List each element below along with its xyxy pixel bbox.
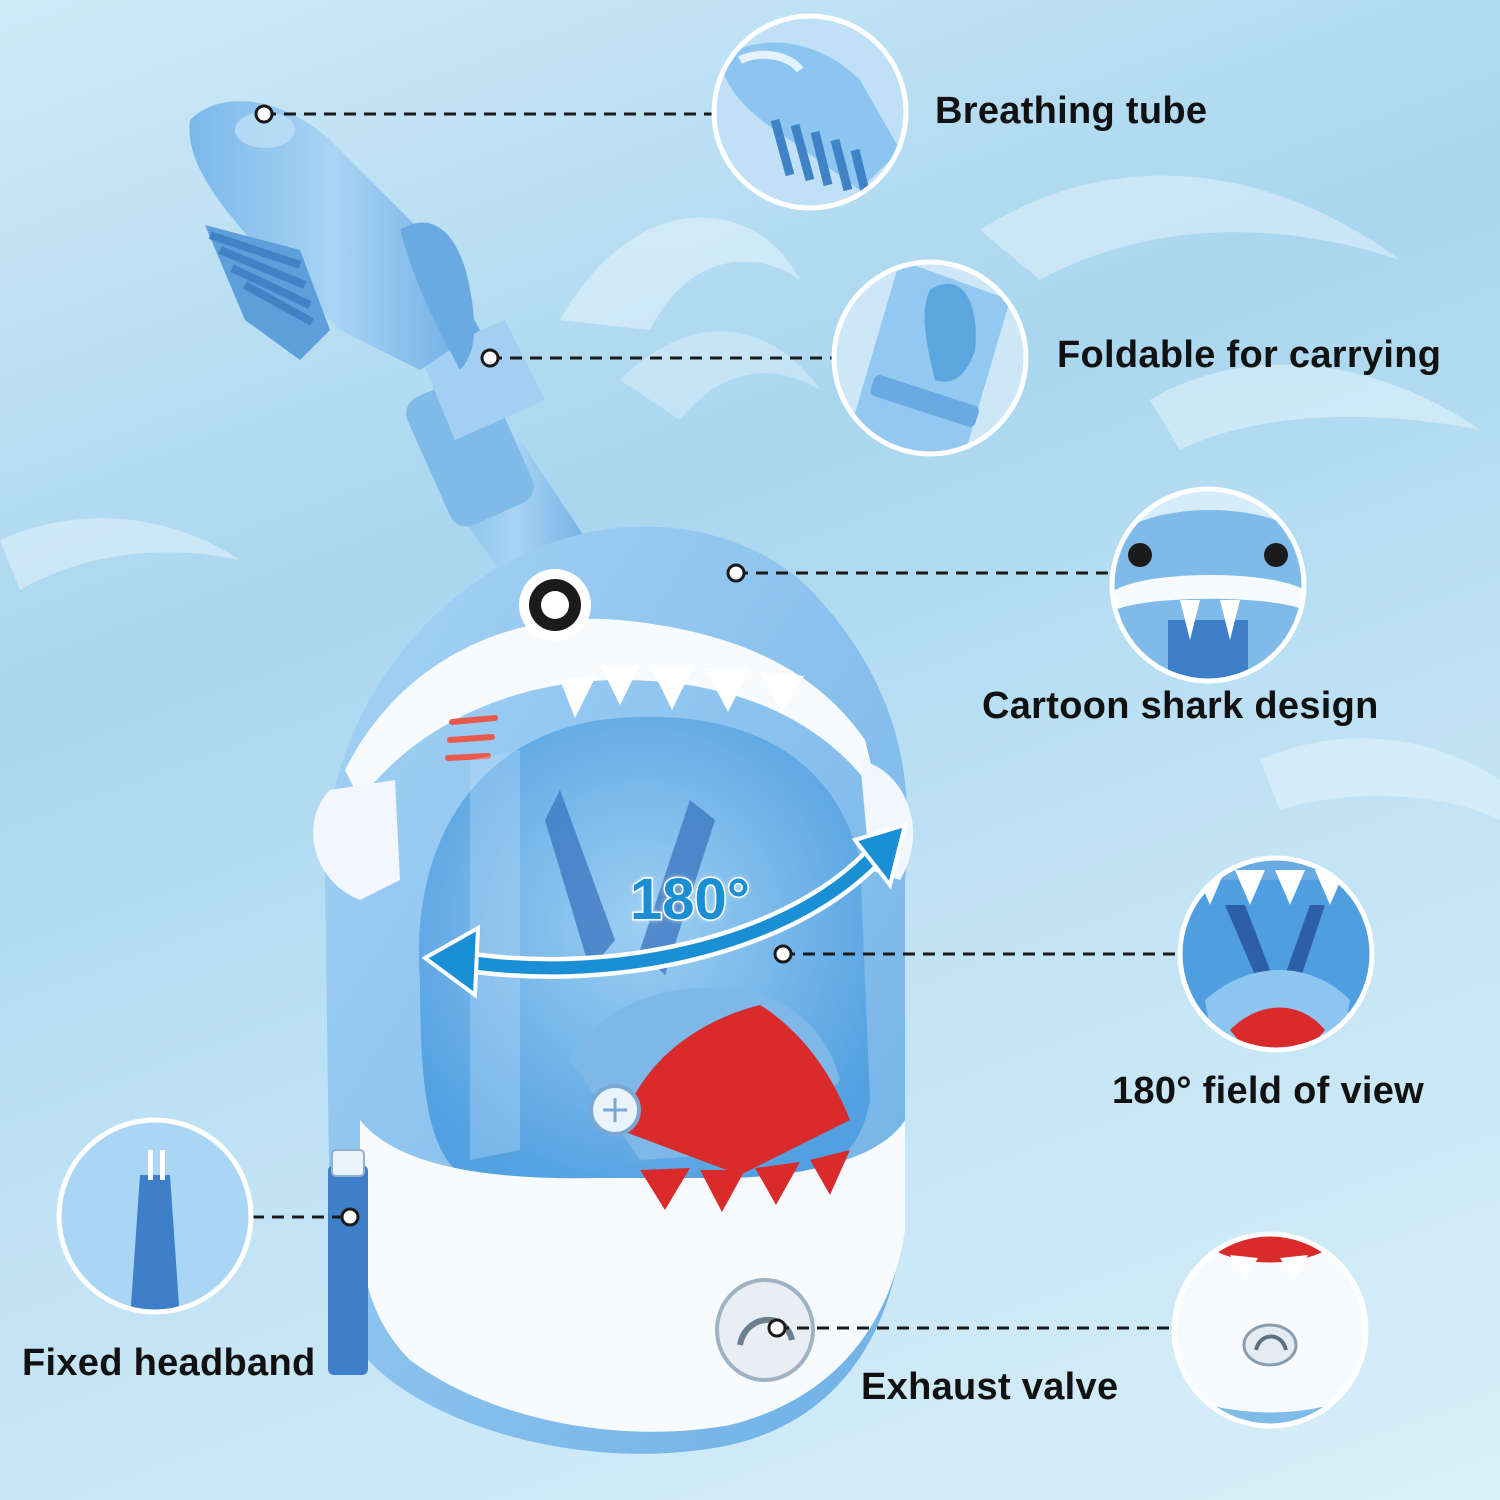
exhaust-valve-label: Exhaust valve [861, 1366, 1119, 1408]
field-of-view-icon [1177, 855, 1375, 1053]
leader-lines [252, 112, 1180, 1330]
shark-face-icon [1109, 486, 1307, 684]
shark-teeth [560, 665, 804, 718]
headband-buckle-icon [56, 1117, 254, 1315]
water-background [0, 175, 1500, 820]
breathing-tube-label: Breathing tube [935, 90, 1208, 132]
angle-badge: 180° [629, 866, 752, 934]
field-of-view-label: 180° field of view [1112, 1070, 1425, 1112]
shark-snorkel-mask [189, 101, 914, 1454]
field-of-view-arrow [421, 822, 908, 999]
exhaust-valve-icon [1171, 1231, 1369, 1429]
shark-design-label: Cartoon shark design [982, 685, 1379, 727]
headband-strap [328, 1149, 368, 1375]
headband-label: Fixed headband [22, 1342, 316, 1384]
breathing-chamber [570, 987, 850, 1175]
breathing-tube [189, 101, 600, 600]
exhaust-valve [715, 1278, 815, 1382]
foldable-label: Foldable for carrying [1057, 334, 1442, 376]
breathing-tube-icon [711, 13, 909, 211]
leader-dots [254, 104, 793, 1338]
fold-joint-icon [831, 259, 1029, 457]
